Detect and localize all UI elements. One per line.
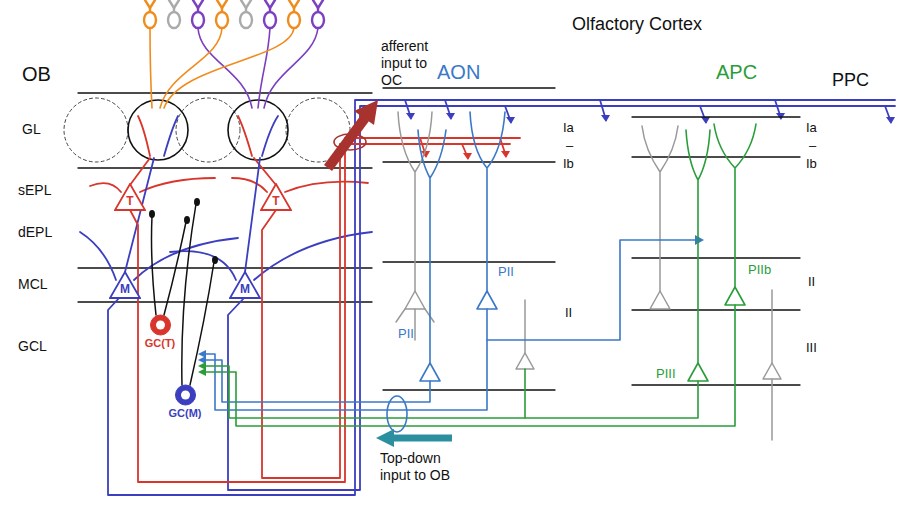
cell-label: T <box>114 183 146 208</box>
cell-label: M <box>229 271 261 296</box>
layer-label: afferent input to OC <box>381 38 445 88</box>
projection-neuron: M <box>229 271 261 299</box>
layer-label: OB <box>22 62 51 86</box>
projection-neuron: T <box>260 183 292 211</box>
layer-label: APC <box>716 60 757 84</box>
layer-label: Ib <box>806 156 817 172</box>
layer-label: dEPL <box>18 224 52 241</box>
cell-label: T <box>260 183 292 208</box>
layer-label: – <box>809 138 816 154</box>
layer-label: GL <box>22 121 41 138</box>
cell-outline <box>166 384 205 408</box>
projection-neuron: M <box>109 271 141 299</box>
projection-neuron: T <box>114 183 146 211</box>
layer-label: III <box>806 340 817 356</box>
layer-label: Ia <box>806 120 817 136</box>
granule-cell: GC(T) <box>142 314 179 353</box>
layer-label: II <box>565 305 572 321</box>
layer-label: GCL <box>18 338 47 355</box>
layer-label: Top-down input to OB <box>380 450 472 484</box>
layer-label: MCL <box>18 276 48 293</box>
layer-label: II <box>808 274 815 290</box>
layer-label: AON <box>437 60 480 84</box>
layer-label: PII <box>498 264 514 280</box>
layer-label: PPC <box>832 70 869 92</box>
layer-label: sEPL <box>18 182 51 199</box>
layer-label: Ib <box>563 156 574 172</box>
layer-label: Olfactory Cortex <box>572 14 702 36</box>
cell-label: M <box>109 271 141 296</box>
layer-label: – <box>566 138 573 154</box>
layer-label: Ia <box>563 120 574 136</box>
cell-label: GC(T) <box>142 337 179 350</box>
granule-cell: GC(M) <box>166 384 205 423</box>
cell-label: GC(M) <box>166 407 205 420</box>
cell-outline <box>142 314 179 338</box>
layer-label: PIII <box>656 366 676 382</box>
layer-label: PIIb <box>748 262 771 278</box>
layer-label: PII <box>398 326 414 342</box>
